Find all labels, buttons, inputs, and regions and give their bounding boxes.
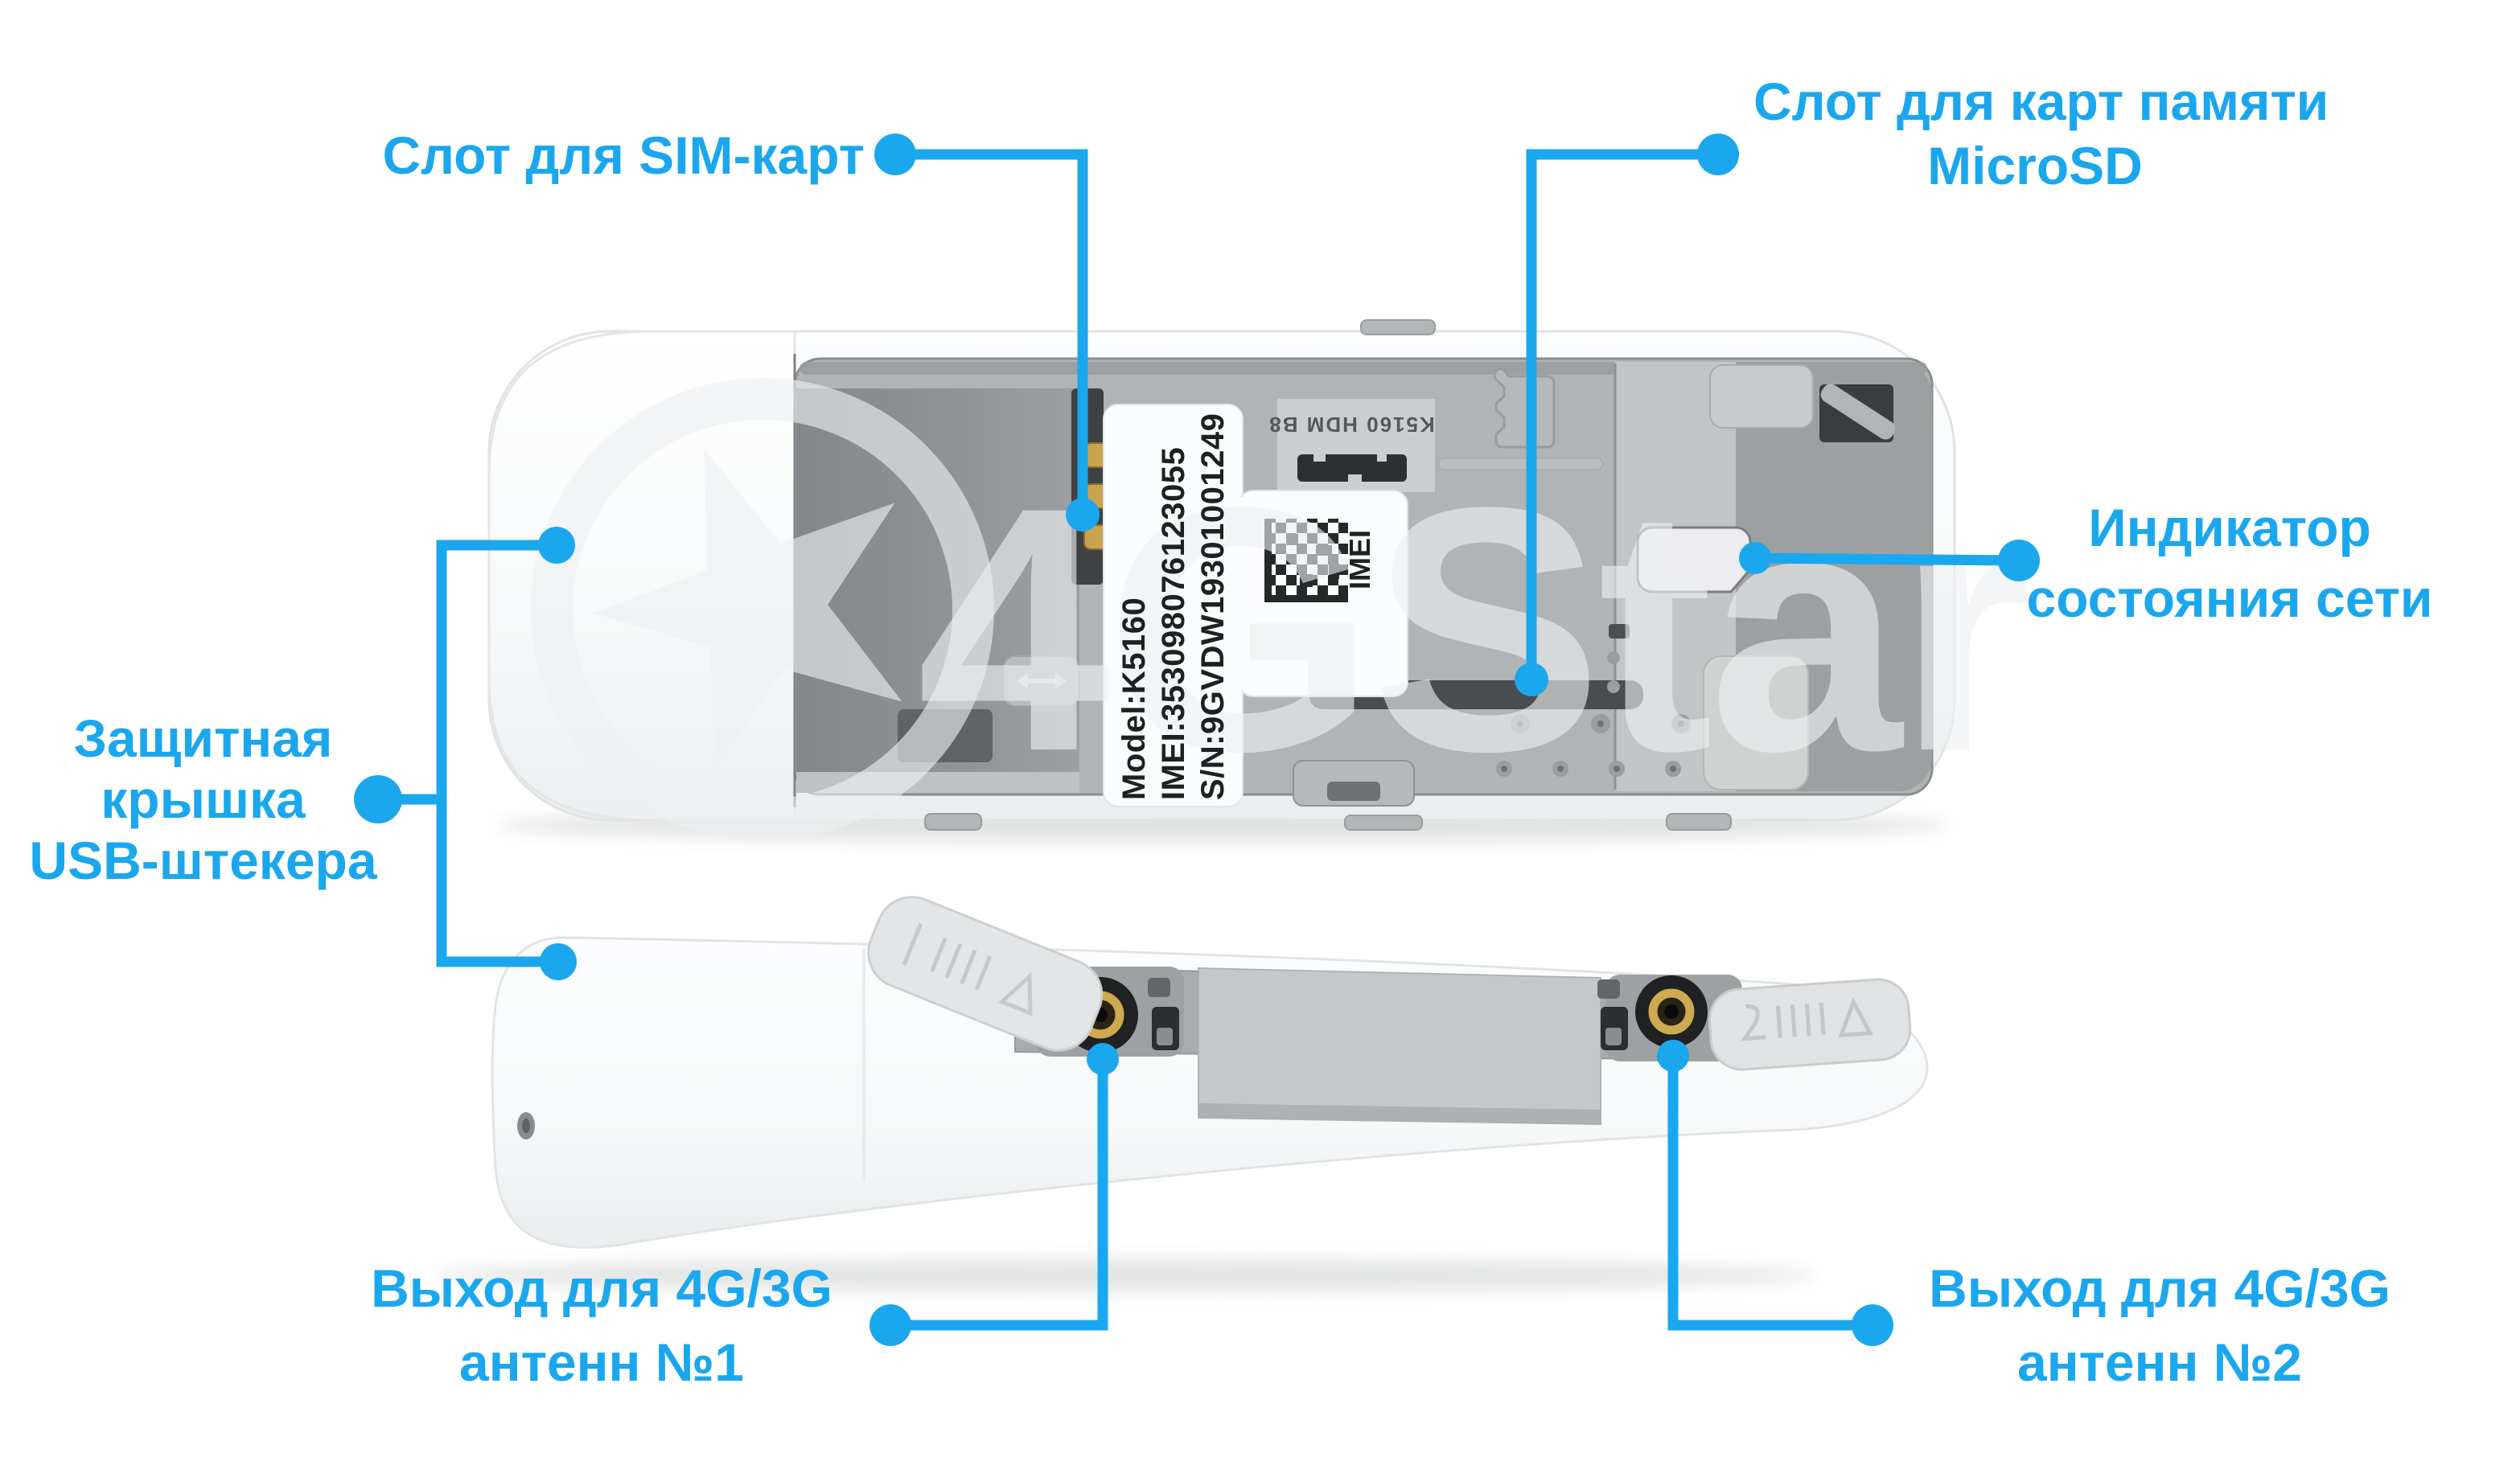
lanyard-hole (517, 1112, 535, 1139)
callout-antenna-1 (869, 1043, 1119, 1346)
antenna-jack-2 (1597, 975, 1708, 1050)
label-line: Слот для карт памяти (1753, 72, 2329, 131)
watermark-ring (531, 378, 994, 841)
datamatrix-strip (1297, 454, 1407, 482)
led-indicator-lens (1609, 526, 1752, 638)
latch-boss-bottom (1703, 655, 1809, 790)
label-sim: Слот для SIM-карт (302, 125, 865, 185)
label-antenna-2: Выход для 4G/3G антенн №2 (1878, 1251, 2441, 1399)
edge-tabs (924, 319, 1732, 831)
modem-side-view (434, 896, 1929, 1293)
antenna-glyph-1 (902, 922, 1033, 1016)
groove (1437, 458, 1603, 470)
corner-notch (1819, 384, 1896, 442)
imei-qr-code (1264, 519, 1348, 602)
label-line: MicroSD (1927, 136, 2143, 195)
label-line: крышка (101, 770, 306, 829)
callout-sim (874, 133, 1100, 532)
label-line: состояния сети (2026, 569, 2433, 628)
latch-boss-top (1709, 364, 1814, 429)
side-view-shadow (434, 1258, 1818, 1293)
label-line: Защитная (73, 708, 333, 768)
label-network-indicator: Индикатор состояния сети (1948, 492, 2511, 634)
antenna-channel (1014, 965, 1742, 1126)
label-line: Выход для 4G/3G (371, 1258, 832, 1318)
vent-holes (1496, 651, 1691, 777)
microsd-engraving-icon (1493, 367, 1556, 449)
callout-network-indicator (1739, 540, 2040, 581)
callout-microsd (1515, 133, 1739, 696)
callout-antenna-2 (1657, 1040, 1893, 1346)
eject-arrow-icon (1003, 655, 1080, 707)
antenna-cap-2-closed (1708, 978, 1912, 1071)
watermark-text: 4GStar (917, 435, 2028, 823)
watermark-star-icon (593, 448, 902, 770)
label-line: Выход для 4G/3G (1929, 1258, 2391, 1318)
info-sticker (1103, 404, 1408, 807)
label-microsd: Слот для карт памяти MicroSD (1753, 69, 2329, 198)
label-line: USB-штекера (29, 831, 377, 890)
antenna-cap-1-open (867, 896, 1104, 1052)
label-line: антенн №1 (459, 1332, 744, 1392)
watermark-logo: 4GStar (531, 378, 2033, 841)
antenna-glyph-2 (1741, 997, 1874, 1041)
callout-usb-cap (354, 527, 577, 980)
label-usb-cap: Защитная крышка USB-штекера (0, 708, 406, 891)
label-line: Слот для SIM-карт (382, 125, 865, 185)
label-line: антенн №2 (2017, 1332, 2302, 1392)
label-antenna-1: Выход для 4G/3G антенн №1 (320, 1251, 883, 1399)
label-line: Индикатор (2088, 498, 2371, 557)
bottom-latch (1293, 760, 1415, 807)
